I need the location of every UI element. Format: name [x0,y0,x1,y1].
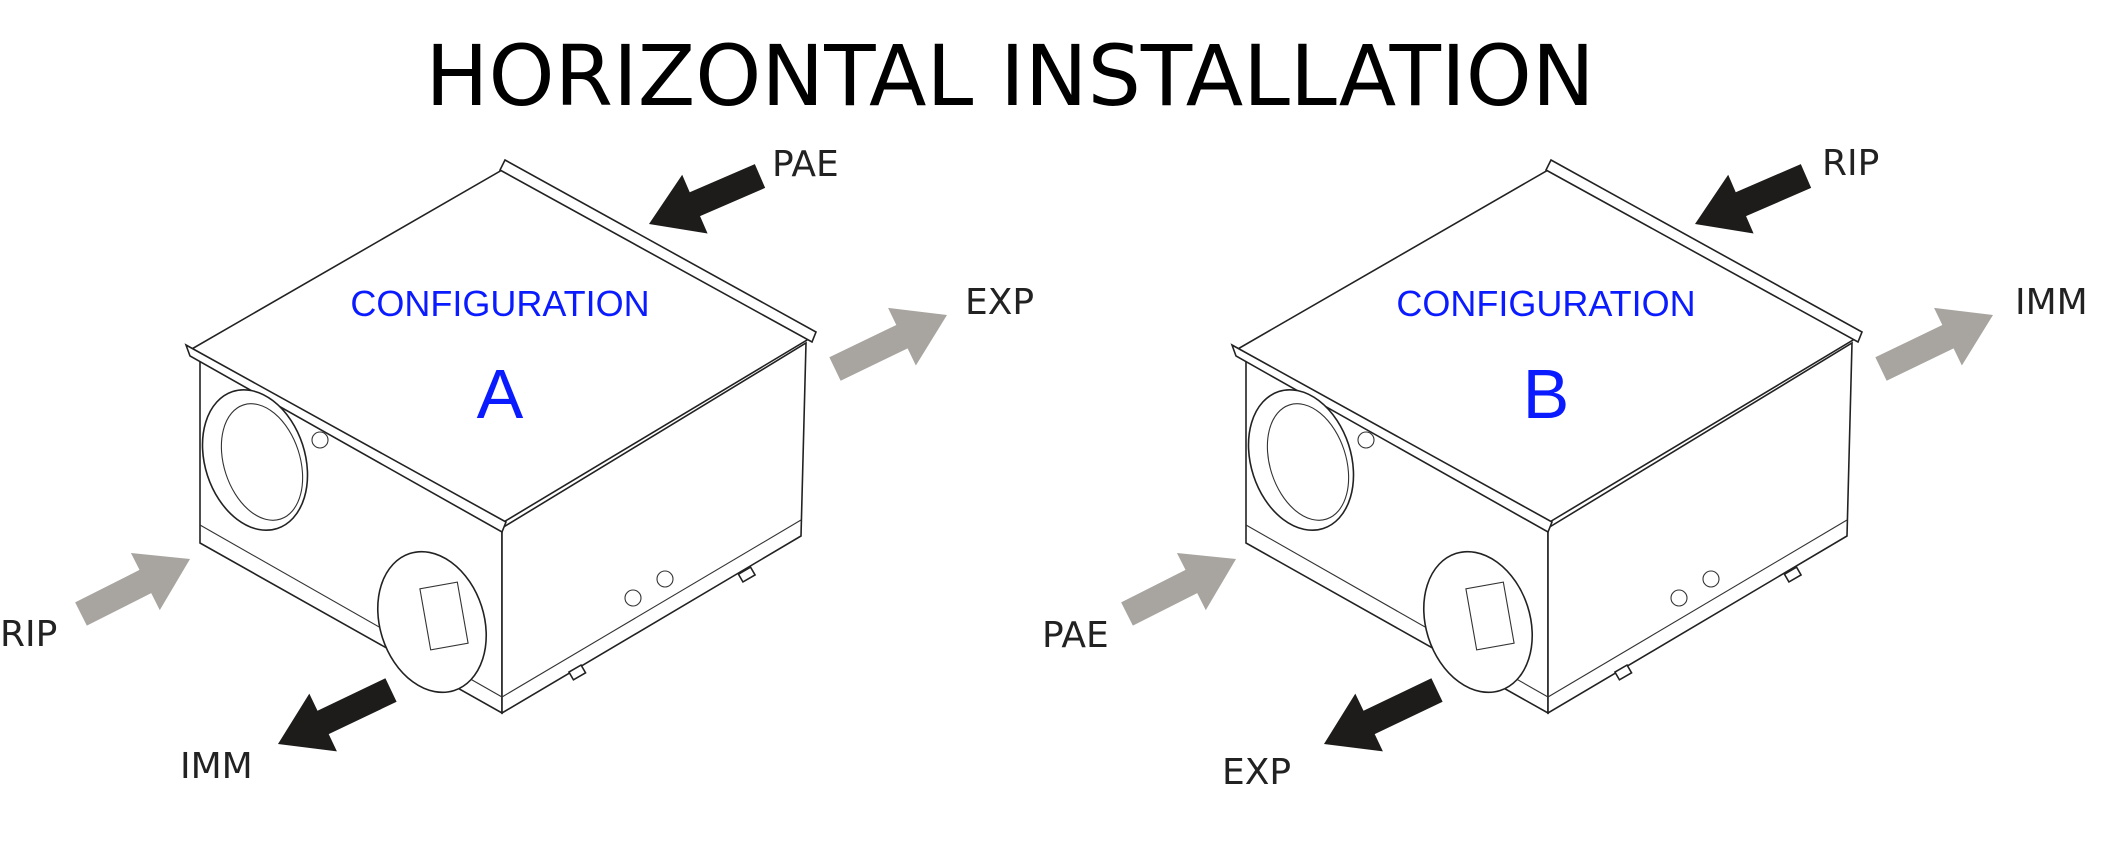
flow-label-top: RIP [1822,143,1879,184]
port-hole [1670,589,1688,607]
configuration-a: CONFIGURATION A PAE EXP RIP IMM [0,144,1034,787]
flow-arrow-top [649,164,766,234]
duct-collar [201,389,309,531]
port-hole [656,570,674,588]
drain-pipe [567,663,587,681]
mounting-rail [184,343,508,534]
configuration-letter: A [477,355,524,433]
unit-right-face [1547,341,1853,715]
flow-label-top: PAE [772,144,839,185]
duct-collar [1422,550,1534,694]
configuration-letter: B [1523,355,1570,433]
drain-pipe [1783,566,1803,584]
mounting-rail [498,158,818,344]
unit-right-face [501,341,807,715]
configuration-label: CONFIGURATION [350,283,649,324]
port-hole [1702,570,1720,588]
duct-collar [376,550,488,694]
mounting-rail [1230,343,1554,534]
duct-opening [1465,581,1515,651]
duct-collar-inner [220,403,304,521]
configuration-b: CONFIGURATION B RIP IMM PAE EXP [1042,143,2088,793]
port-hole [624,589,642,607]
duct-collar [1247,389,1355,531]
port-hole [1357,431,1375,449]
flow-arrow-bottom [1324,678,1443,752]
configuration-label: CONFIGURATION [1396,283,1695,324]
flow-label-right: IMM [2015,282,2088,323]
flow-label-bottom: EXP [1222,752,1291,793]
port-hole [311,431,329,449]
flow-arrow-left [1121,552,1236,626]
page-title: HORIZONTAL INSTALLATION [425,27,1594,125]
flow-label-left: RIP [0,614,57,655]
flow-arrow-top [1695,164,1812,234]
duct-collar-inner [1266,403,1350,521]
flow-label-left: PAE [1042,615,1109,656]
duct-opening [419,581,469,651]
mounting-rail [1544,158,1864,344]
flow-label-bottom: IMM [180,746,253,787]
flow-arrow-left [75,552,190,626]
ventilation-unit-a [184,158,818,715]
flow-arrow-right [1875,307,1993,381]
unit-base-line [1547,519,1848,698]
drain-pipe [737,566,757,584]
ventilation-unit-b [1230,158,1864,715]
flow-arrow-right [829,307,947,381]
drain-pipe [1613,663,1633,681]
unit-base-line [501,519,802,698]
flow-label-right: EXP [965,282,1034,323]
flow-arrow-bottom [278,678,397,752]
